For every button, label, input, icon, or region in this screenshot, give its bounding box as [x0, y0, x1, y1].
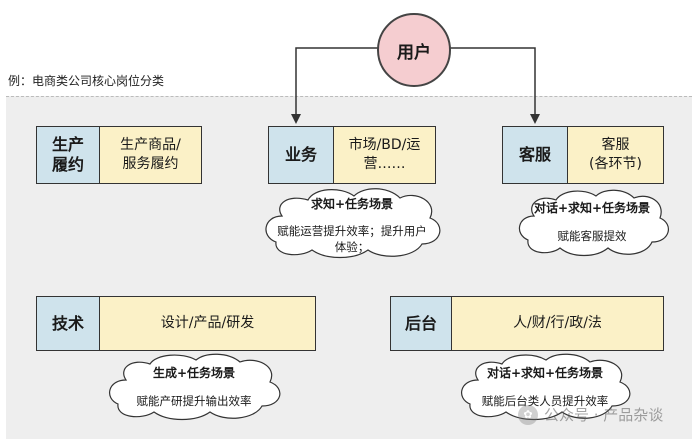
card-value: 市场/BD/运 营……	[348, 137, 421, 172]
cloud-business: 求知+任务场景 赋能运营提升效率；提升用户 体验；	[256, 186, 448, 259]
cloud-shape	[109, 353, 281, 421]
card-business: 业务 市场/BD/运 营……	[268, 126, 436, 184]
watermark-text: 公众号 · 产品杂谈	[544, 406, 664, 424]
card-value: 人/财/行/政/法	[513, 315, 602, 332]
cloud-title: 求知+任务场景	[310, 197, 394, 211]
card-tech: 技术 设计/产品/研发	[36, 296, 316, 351]
cloud-shape	[461, 353, 631, 421]
diagram-caption: 例：电商类公司核心岗位分类	[8, 74, 165, 88]
cloud-back-office: 对话+求知+任务场景 赋能后台类人员提升效率	[452, 352, 638, 421]
card-key: 客服	[503, 127, 568, 183]
card-production: 生产 履约 生产商品/ 服务履约	[36, 126, 202, 184]
arrow-to-business	[291, 47, 378, 124]
card-value: 设计/产品/研发	[160, 315, 255, 332]
cloud-title: 生成+任务场景	[152, 366, 236, 380]
cloud-tech: 生成+任务场景 赋能产研提升输出效率	[100, 352, 288, 421]
card-key: 后台	[391, 297, 452, 350]
card-customer-service: 客服 客服 (各环节)	[502, 126, 664, 184]
card-value: 生产商品/ 服务履约	[120, 137, 181, 172]
cloud-title: 对话+求知+任务场景	[486, 366, 604, 380]
card-key: 生产 履约	[37, 127, 100, 183]
user-node: 用户	[377, 13, 451, 87]
cloud-desc: 赋能运营提升效率；提升用户 体验；	[277, 224, 427, 254]
cloud-desc: 赋能后台类人员提升效率	[481, 394, 609, 408]
cloud-desc: 赋能产研提升输出效率	[136, 394, 252, 408]
cloud-title: 对话+求知+任务场景	[533, 201, 651, 215]
cloud-shape	[518, 189, 669, 257]
cloud-shape	[265, 188, 441, 259]
arrow-to-service	[450, 47, 540, 124]
wechat-icon: ✿	[518, 404, 538, 425]
watermark: ✿ 公众号 · 产品杂谈	[518, 404, 663, 425]
card-key: 业务	[269, 127, 334, 183]
cloud-desc: 赋能客服提效	[557, 229, 627, 243]
card-value: 客服 (各环节)	[589, 137, 642, 172]
card-back-office: 后台 人/财/行/政/法	[390, 296, 664, 351]
card-key: 技术	[37, 297, 100, 350]
cloud-customer-service: 对话+求知+任务场景 赋能客服提效	[512, 188, 672, 257]
